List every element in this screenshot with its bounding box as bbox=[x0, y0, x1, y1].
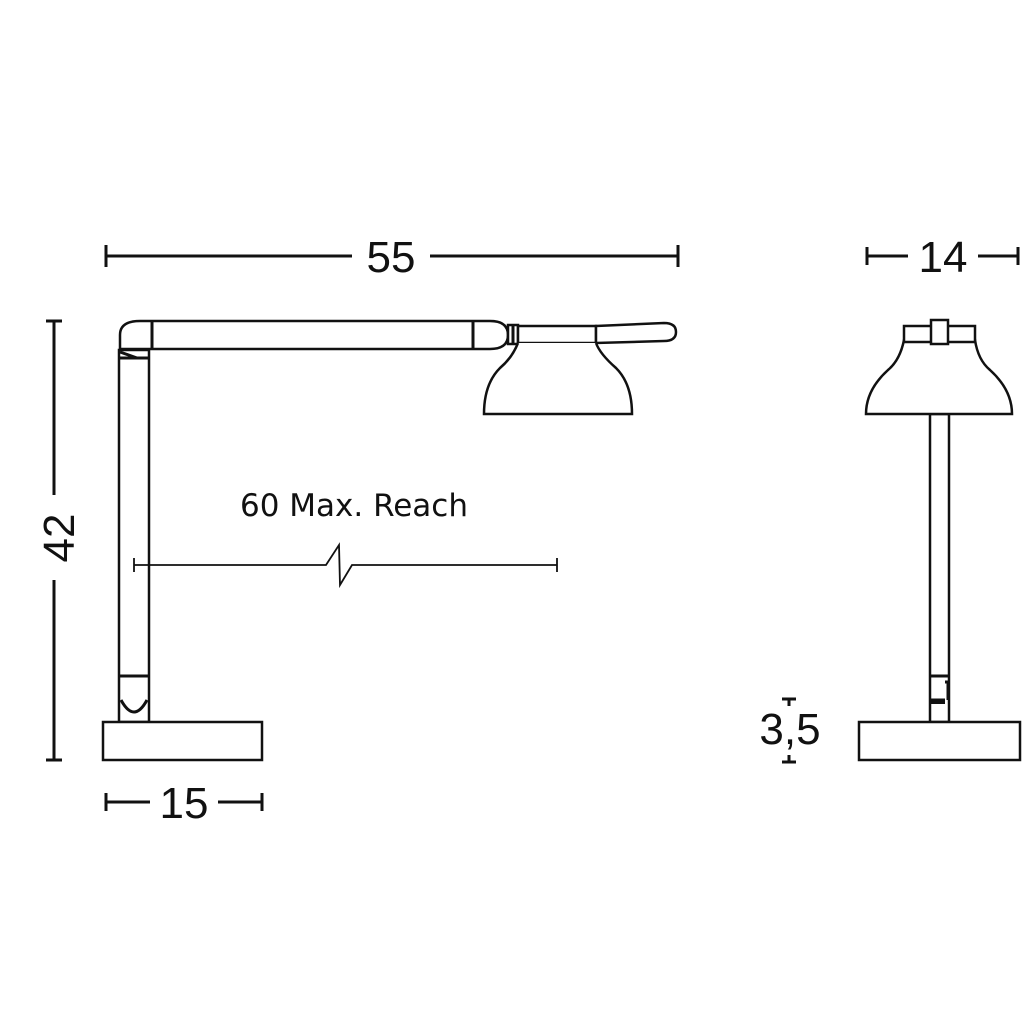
dimension-label-base-height: 3,5 bbox=[759, 705, 820, 754]
dimension-label-head-width: 14 bbox=[919, 233, 968, 282]
lamp-shade-front bbox=[864, 318, 1014, 416]
lamp-post bbox=[117, 348, 151, 724]
lamp-base-side bbox=[101, 720, 264, 762]
dimension-label-height: 42 bbox=[35, 514, 84, 563]
max-reach-label: 60 Max. Reach bbox=[240, 488, 468, 524]
dimension-width-55: 55 bbox=[104, 233, 680, 282]
side-view: 55 42 bbox=[35, 233, 680, 828]
dimension-base-15: 15 bbox=[104, 779, 264, 828]
lamp-base-front bbox=[857, 720, 1022, 762]
lamp-shade-side bbox=[482, 342, 634, 416]
front-view: 14 3,5 bbox=[759, 233, 1022, 764]
dimension-label-width: 55 bbox=[367, 233, 416, 282]
dimension-head-14: 14 bbox=[865, 233, 1020, 282]
lamp-arm bbox=[118, 319, 678, 351]
dimension-height-42: 42 bbox=[35, 319, 84, 762]
dimension-base-height-3-5: 3,5 bbox=[759, 697, 821, 764]
dimension-label-base-width: 15 bbox=[160, 779, 209, 828]
max-reach-annotation: 60 Max. Reach bbox=[133, 488, 558, 589]
lamp-post-front bbox=[928, 412, 951, 724]
